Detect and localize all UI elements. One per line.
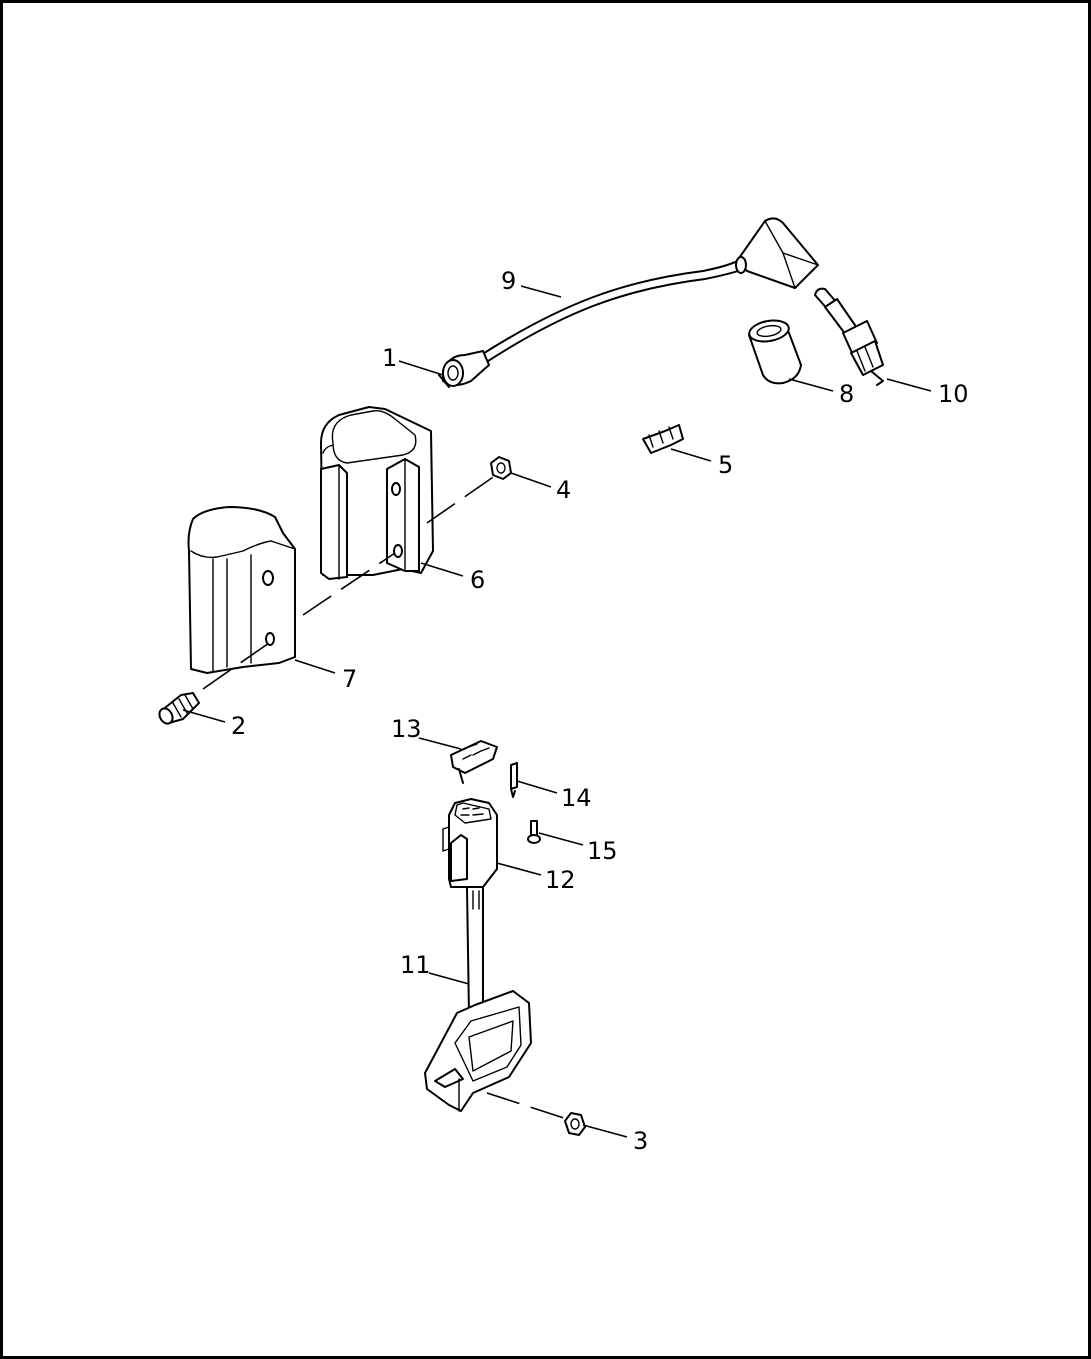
callout-1: 1 <box>382 344 397 372</box>
callout-3: 3 <box>633 1127 648 1155</box>
part-5-clip <box>642 424 684 454</box>
part-14-terminal-pin <box>510 762 518 798</box>
callout-12: 12 <box>545 866 576 894</box>
callout-7: 7 <box>342 665 357 693</box>
callout-15: 15 <box>587 837 618 865</box>
callout-4: 4 <box>556 476 571 504</box>
callout-13: 13 <box>391 715 422 743</box>
callout-labels: 1 2 3 4 5 6 7 8 9 10 11 12 13 14 15 <box>231 267 969 1155</box>
part-2-screw <box>158 692 200 725</box>
callout-8: 8 <box>839 380 854 408</box>
callout-10: 10 <box>938 380 969 408</box>
part-10-spark-plug <box>814 287 884 386</box>
callout-2: 2 <box>231 712 246 740</box>
part-6-ignition-coil <box>320 406 434 580</box>
callout-11: 11 <box>400 951 431 979</box>
part-11-sensor-lead <box>424 886 532 1112</box>
part-15-screw <box>527 820 541 844</box>
callout-5: 5 <box>718 451 733 479</box>
assembly-lines <box>202 472 568 1120</box>
part-12-connector <box>442 798 498 888</box>
parts-diagram: 1 2 3 4 5 6 7 8 9 10 11 12 13 14 15 <box>158 217 969 1155</box>
part-3-nut <box>564 1112 586 1136</box>
part-7-bracket <box>187 506 296 674</box>
part-1-cable-terminal <box>438 350 490 388</box>
part-4-nut <box>490 456 512 480</box>
leader-lines <box>182 285 932 1138</box>
callout-9: 9 <box>501 267 516 295</box>
callout-6: 6 <box>470 566 485 594</box>
part-13-connector-cover <box>450 740 498 784</box>
part-9-spark-plug-cable <box>480 217 819 364</box>
callout-14: 14 <box>561 784 592 812</box>
part-8-boot <box>748 319 802 385</box>
